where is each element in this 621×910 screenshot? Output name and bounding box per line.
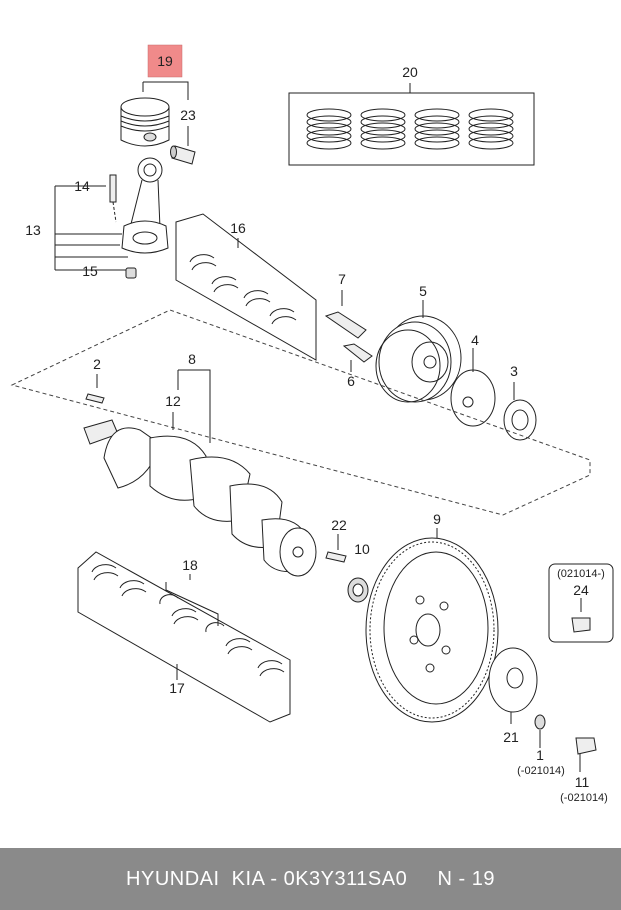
callout-2[interactable]: 2 — [93, 356, 101, 372]
date-note-part11: (-021014) — [560, 792, 608, 804]
callout-7[interactable]: 7 — [338, 271, 346, 287]
callout-14[interactable]: 14 — [74, 178, 90, 194]
front-pulley-group — [324, 290, 537, 441]
rod-bearings-set — [175, 213, 317, 361]
callout-3[interactable]: 3 — [510, 363, 518, 379]
date-note-part1: (-021014) — [517, 765, 565, 777]
callout-6[interactable]: 6 — [347, 373, 355, 389]
footer-text: HYUNDAI KIA - 0K3Y311SA0 N - 19 — [126, 867, 495, 890]
callout-4[interactable]: 4 — [471, 332, 479, 348]
flywheel — [365, 528, 499, 723]
callout-12[interactable]: 12 — [165, 393, 181, 409]
callout-20[interactable]: 20 — [402, 64, 418, 80]
main-bearings-set — [77, 551, 291, 723]
callout-17[interactable]: 17 — [169, 680, 185, 696]
part24-box — [548, 563, 614, 643]
footer-bar: HYUNDAI KIA - 0K3Y311SA0 N - 19 — [0, 848, 621, 910]
callout-16[interactable]: 16 — [230, 220, 246, 236]
callout-13[interactable]: 13 — [25, 222, 41, 238]
crankshaft — [83, 369, 317, 577]
callout-19[interactable]: 19 — [157, 53, 173, 69]
connecting-rod — [54, 157, 169, 279]
rear-small-parts — [325, 534, 369, 603]
callout-10[interactable]: 10 — [354, 541, 370, 557]
callout-21[interactable]: 21 — [503, 729, 519, 745]
callout-9[interactable]: 9 — [433, 511, 441, 527]
callout-8[interactable]: 8 — [188, 351, 196, 367]
piston-rings-set — [288, 83, 535, 166]
crankshaft-dashed-enclosure — [10, 309, 591, 516]
callout-22[interactable]: 22 — [331, 517, 347, 533]
date-note-box24: (021014-) — [557, 568, 605, 580]
rear-plate-group — [488, 647, 597, 772]
parts-diagram: 19 23 — [10, 44, 614, 804]
callout-15[interactable]: 15 — [82, 263, 98, 279]
callout-1[interactable]: 1 — [536, 747, 544, 763]
callout-5[interactable]: 5 — [419, 283, 427, 299]
highlight-box-19 — [147, 44, 183, 78]
callout-18[interactable]: 18 — [182, 557, 198, 573]
callout-24[interactable]: 24 — [573, 582, 589, 598]
piston-assembly — [120, 81, 196, 165]
callout-23[interactable]: 23 — [180, 107, 196, 123]
callout-11[interactable]: 11 — [575, 774, 590, 790]
